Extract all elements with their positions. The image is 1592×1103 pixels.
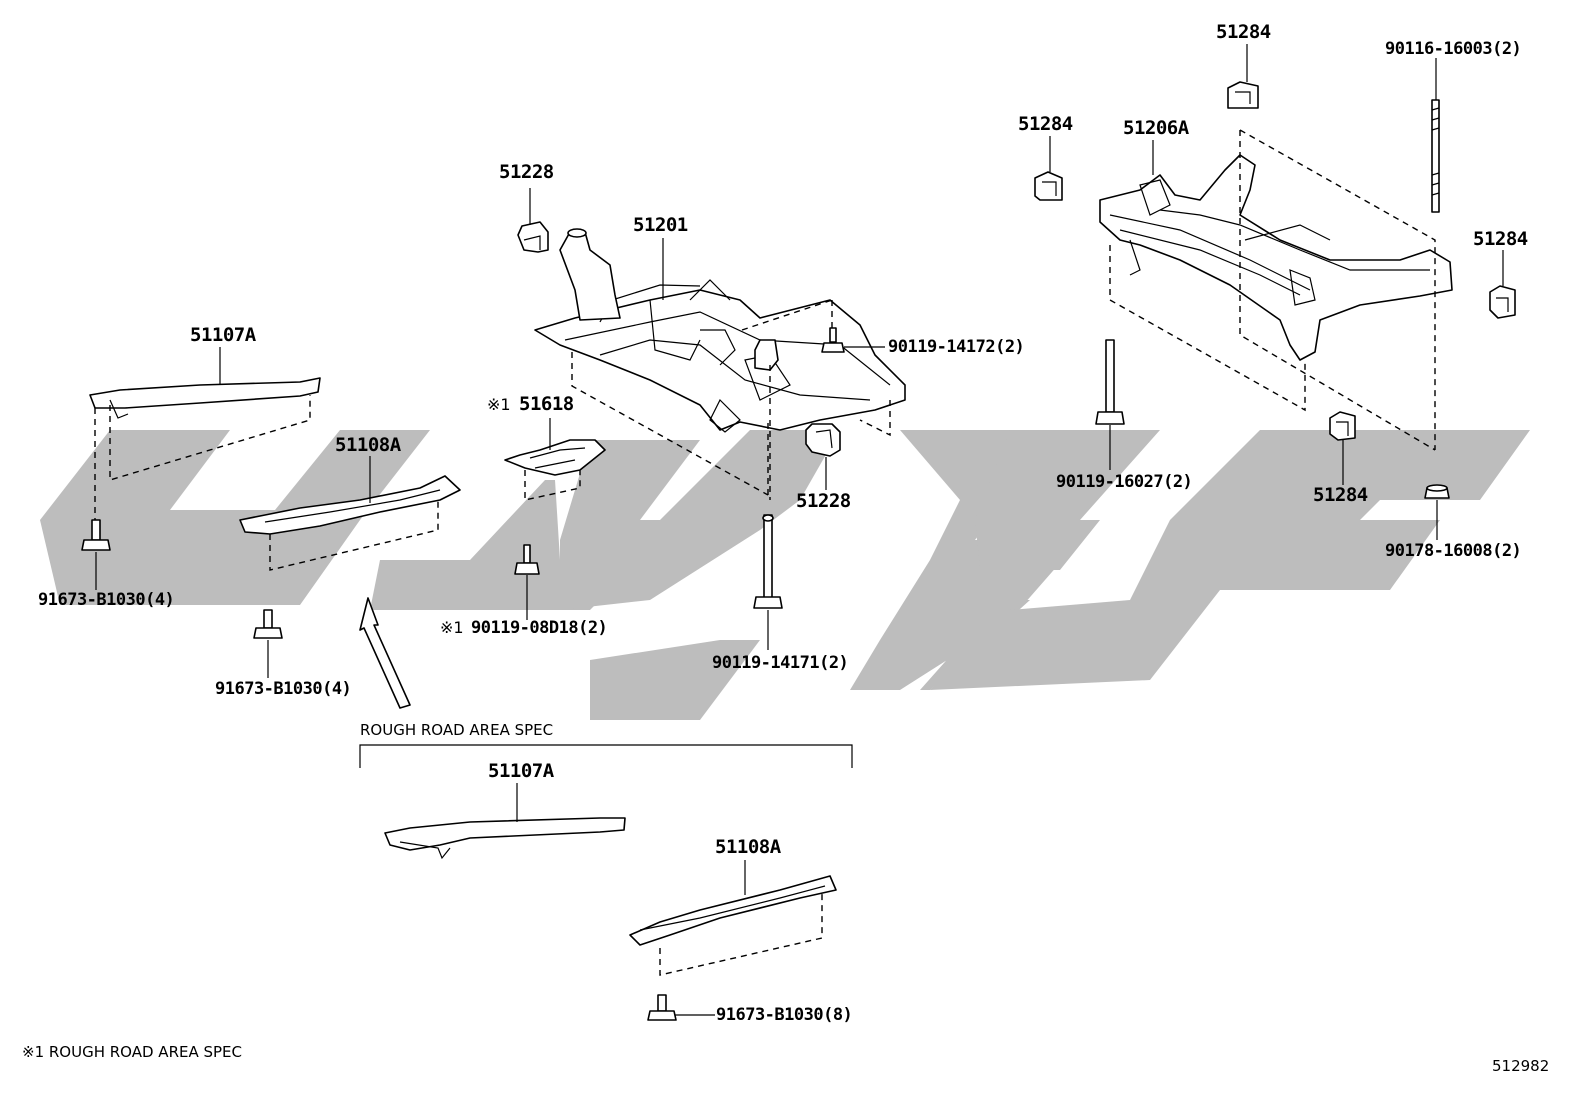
bushing-51284-top [1227, 81, 1259, 109]
front-crossmember-51201 [534, 228, 906, 433]
bushing-51284-left [1034, 171, 1063, 201]
label-90119-08D18-mark: ※1 [440, 618, 464, 637]
bushing-51284-bottom [1329, 411, 1356, 441]
nut-90178-16008 [1424, 484, 1450, 499]
bolt-91673-B1030-rough [647, 994, 677, 1021]
bolt-91673-B1030-mid [253, 609, 283, 639]
label-90119-16027: 90119-16027(2) [1056, 472, 1193, 492]
label-91673-B1030-left: 91673-B1030(4) [38, 590, 175, 610]
bolt-91673-B1030-left [81, 519, 111, 551]
label-51206A: 51206A [1123, 117, 1189, 139]
bolt-90119-14171 [753, 514, 783, 609]
bushing-51284-right [1489, 285, 1516, 319]
label-51107A-left: 51107A [190, 324, 256, 346]
label-51201: 51201 [633, 214, 688, 236]
rear-crossmember-51206A [1099, 154, 1453, 361]
label-51107A-rough: 51107A [488, 760, 554, 782]
bushing-51228-top [517, 221, 549, 253]
label-91673-B1030-mid: 91673-B1030(4) [215, 679, 352, 699]
rough-road-bracket [359, 744, 853, 768]
rough-road-group-title: ROUGH ROAD AREA SPEC [360, 721, 554, 739]
bolt-90119-14172 [821, 327, 845, 353]
label-90178-16008: 90178-16008(2) [1385, 541, 1522, 561]
brace-51108A-rough [629, 875, 837, 946]
bolt-90119-16027 [1095, 339, 1125, 425]
plate-51618 [504, 439, 606, 476]
label-90119-14172: 90119-14172(2) [888, 337, 1025, 357]
brace-51107A-left [89, 377, 321, 419]
label-51284-right: 51284 [1473, 228, 1528, 250]
label-51108A-left: 51108A [335, 434, 401, 456]
stud-90116-16003 [1431, 99, 1440, 213]
watermark-logo [40, 430, 1530, 720]
label-90116-16003: 90116-16003(2) [1385, 39, 1522, 59]
brace-51107A-rough [384, 817, 626, 860]
label-51618-mark: ※1 [487, 395, 511, 414]
leader-lines [95, 44, 1504, 1016]
label-51228-top: 51228 [499, 161, 554, 183]
label-51284-bottom: 51284 [1313, 484, 1368, 506]
label-91673-B1030-rough: 91673-B1030(8) [716, 1005, 853, 1025]
diagram-number: 512982 [1492, 1057, 1550, 1075]
label-51228-bottom: 51228 [796, 490, 851, 512]
label-51284-top: 51284 [1216, 21, 1271, 43]
label-51618: 51618 [519, 393, 574, 415]
label-51108A-rough: 51108A [715, 836, 781, 858]
label-51284-left: 51284 [1018, 113, 1073, 135]
bolt-90119-08D18 [514, 544, 540, 575]
bushing-51228-bottom [805, 423, 841, 457]
direction-arrow [359, 597, 411, 709]
footnote: ※1 ROUGH ROAD AREA SPEC [22, 1043, 243, 1061]
label-90119-14171: 90119-14171(2) [712, 653, 849, 673]
label-90119-08D18: 90119-08D18(2) [471, 618, 608, 638]
